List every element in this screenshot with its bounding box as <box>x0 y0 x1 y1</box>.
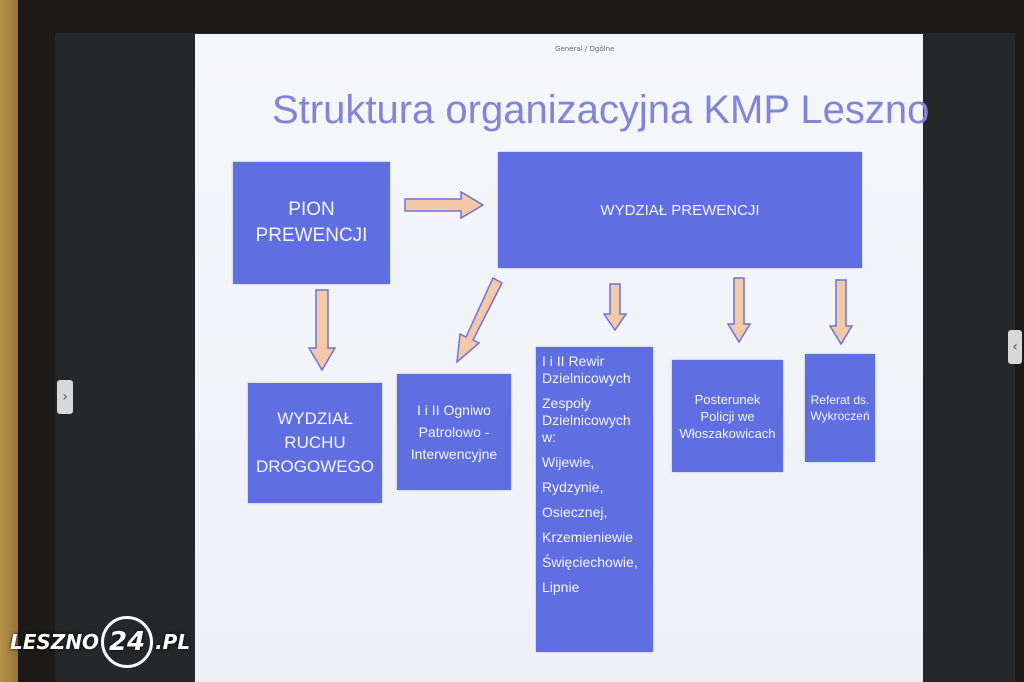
arrow-diagonal-icon <box>456 276 503 364</box>
box-posterunek: Posterunek Policji we Włoszakowicach <box>672 360 783 472</box>
arrow-right-icon <box>404 190 485 220</box>
box-text: Wykroczeń <box>810 409 870 423</box>
box-text: Posterunek <box>694 391 761 407</box>
box-text: Zespoły <box>542 395 592 411</box>
slide-title: Struktura organizacyjna KMP Leszno <box>272 88 930 132</box>
box-text: I i II Rewir <box>542 353 605 369</box>
box-text: w: <box>542 429 556 445</box>
box-text: WYDZIAŁ <box>277 409 353 428</box>
leszno24-logo: LESZNO 24 .PL <box>10 616 230 668</box>
box-text: Referat ds. <box>810 393 870 407</box>
box-text: Dzielnicowych <box>542 412 631 428</box>
box-text: Wijewie, <box>542 454 595 470</box>
box-text: Policji we <box>700 408 755 424</box>
box-text: Interwencyjne <box>410 446 498 462</box>
chevron-left-icon[interactable]: ‹ <box>1008 330 1022 364</box>
box-text: Krzemieniewie <box>542 529 634 545</box>
box-text: I i II Ogniwo <box>417 402 491 418</box>
box-text: PREWENCJI <box>255 225 368 246</box>
box-pion-prewencji: PION PREWENCJI <box>233 162 390 284</box>
box-text: Dzielnicowych <box>542 370 631 386</box>
box-text: RUCHU <box>284 433 346 452</box>
box-referat: Referat ds. Wykroczeń <box>805 354 875 462</box>
box-text: Włoszakowicach <box>679 425 776 441</box>
box-ruch-drogowy: WYDZIAŁ RUCHU DROGOWEGO <box>248 383 382 503</box>
box-text: DROGOWEGO <box>255 457 375 476</box>
box-text: Rydzynie, <box>542 479 604 495</box>
arrow-down-icon <box>603 283 627 332</box>
logo-text: .PL <box>155 630 191 654</box>
box-rewir: I i II Rewir Dzielnicowych Zespoły Dziel… <box>536 347 653 652</box>
arrow-down-icon <box>727 277 751 344</box>
box-text: Osiecznej, <box>542 504 608 520</box>
arrow-down-icon <box>308 289 336 372</box>
box-text: Lipnie <box>542 579 580 595</box>
arrow-down-icon <box>829 279 853 346</box>
slide-header-label: General / Ogólne <box>555 45 615 53</box>
chevron-right-icon[interactable]: › <box>57 380 73 414</box>
logo-text: LESZNO <box>10 630 100 654</box>
logo-circle: 24 <box>101 616 154 668</box>
box-text: PION <box>288 199 335 220</box>
box-text: Święciechowie, <box>542 554 638 570</box>
box-text: Patrolowo - <box>418 424 490 440</box>
box-ogniwo: I i II Ogniwo Patrolowo - Interwencyjne <box>397 374 511 490</box>
box-wydzial-prewencji: WYDZIAŁ PREWENCJI <box>498 152 862 268</box>
box-text: WYDZIAŁ PREWENCJI <box>600 201 760 219</box>
